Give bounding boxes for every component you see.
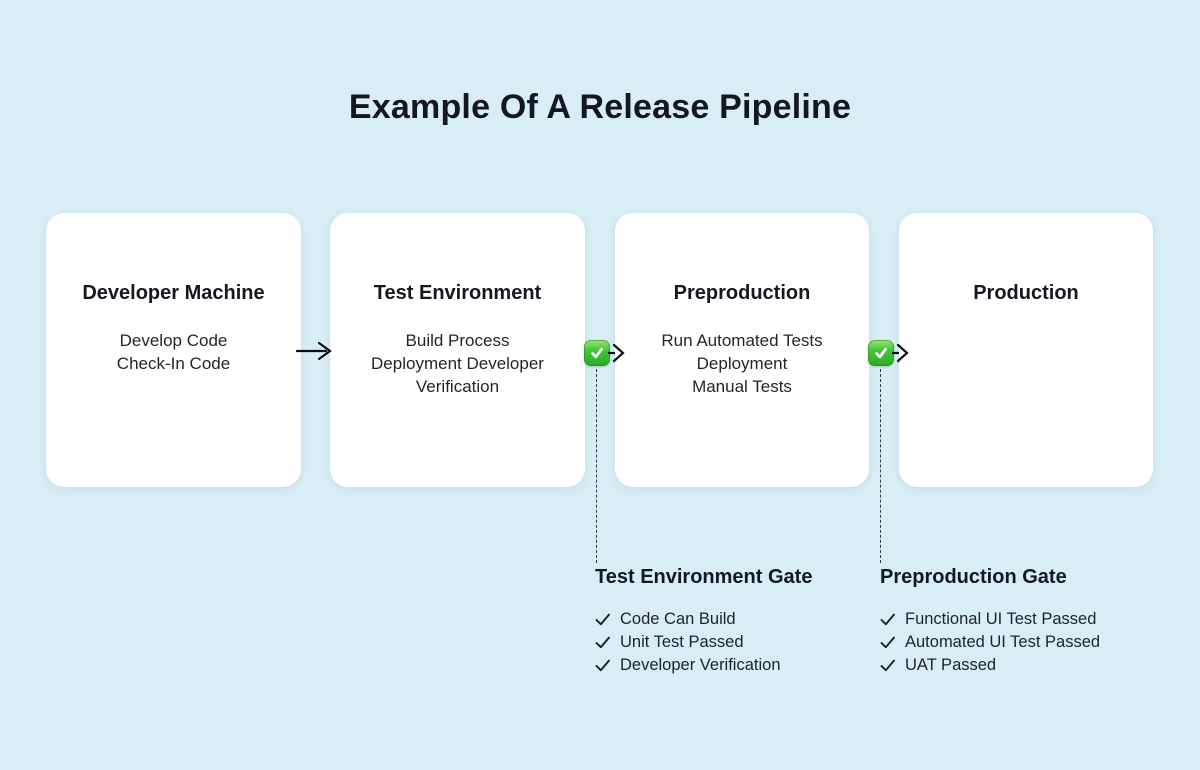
check-icon [880, 613, 895, 626]
stage-task: Run Automated Tests [661, 331, 823, 350]
stage-card-test-environment: Test Environment Build Process Deploymen… [330, 213, 585, 487]
gate-item-label: Developer Verification [620, 656, 781, 674]
gate-item-label: Unit Test Passed [620, 633, 744, 651]
gate-check-item: UAT Passed [880, 657, 1100, 674]
stage-title: Production [973, 282, 1079, 304]
stage-card-developer-machine: Developer Machine Develop Code Check-In … [46, 213, 301, 487]
gate-item-label: Functional UI Test Passed [905, 610, 1097, 628]
gate-item-label: Automated UI Test Passed [905, 633, 1101, 651]
check-icon [880, 636, 895, 649]
gate-connector-test-environment [584, 340, 626, 366]
flow-arrow-icon [296, 341, 332, 361]
stage-task: Deployment Developer [371, 354, 544, 373]
gate-passed-check-icon [868, 340, 894, 366]
gate-test-environment: Test Environment Gate Code Can Build Uni… [595, 566, 812, 674]
gate-title: Test Environment Gate [595, 566, 813, 588]
stage-card-preproduction: Preproduction Run Automated Tests Deploy… [615, 213, 869, 487]
gate-preproduction: Preproduction Gate Functional UI Test Pa… [880, 566, 1100, 674]
gate-checklist: Functional UI Test Passed Automated UI T… [880, 611, 1100, 674]
gate-check-item: Unit Test Passed [595, 634, 812, 651]
stage-task: Check-In Code [116, 354, 231, 373]
stage-task: Verification [415, 377, 500, 396]
check-icon [595, 659, 610, 672]
check-icon [595, 613, 610, 626]
arrowhead-icon [892, 343, 909, 363]
stage-task: Develop Code [119, 331, 228, 350]
stage-card-production: Production [899, 213, 1153, 487]
gate-item-label: UAT Passed [905, 656, 997, 674]
gate-connector-preproduction [868, 340, 910, 366]
gate-dashed-connector-line [880, 369, 881, 563]
gate-item-label: Code Can Build [620, 610, 736, 628]
stage-title: Test Environment [373, 282, 542, 304]
gate-check-item: Developer Verification [595, 657, 812, 674]
stage-title: Preproduction [673, 282, 811, 304]
stage-task: Deployment [696, 354, 788, 373]
stage-task: Build Process [405, 331, 510, 350]
gate-check-item: Code Can Build [595, 611, 812, 628]
gate-check-item: Automated UI Test Passed [880, 634, 1100, 651]
stage-title: Developer Machine [82, 282, 265, 304]
diagram-title: Example Of A Release Pipeline [348, 88, 852, 126]
gate-title: Preproduction Gate [880, 566, 1067, 588]
gate-passed-check-icon [584, 340, 610, 366]
gate-dashed-connector-line [596, 369, 597, 563]
check-icon [595, 636, 610, 649]
arrowhead-icon [608, 343, 625, 363]
check-icon [880, 659, 895, 672]
gate-checklist: Code Can Build Unit Test Passed Develope… [595, 611, 812, 674]
gate-check-item: Functional UI Test Passed [880, 611, 1100, 628]
stage-task: Manual Tests [692, 377, 792, 396]
